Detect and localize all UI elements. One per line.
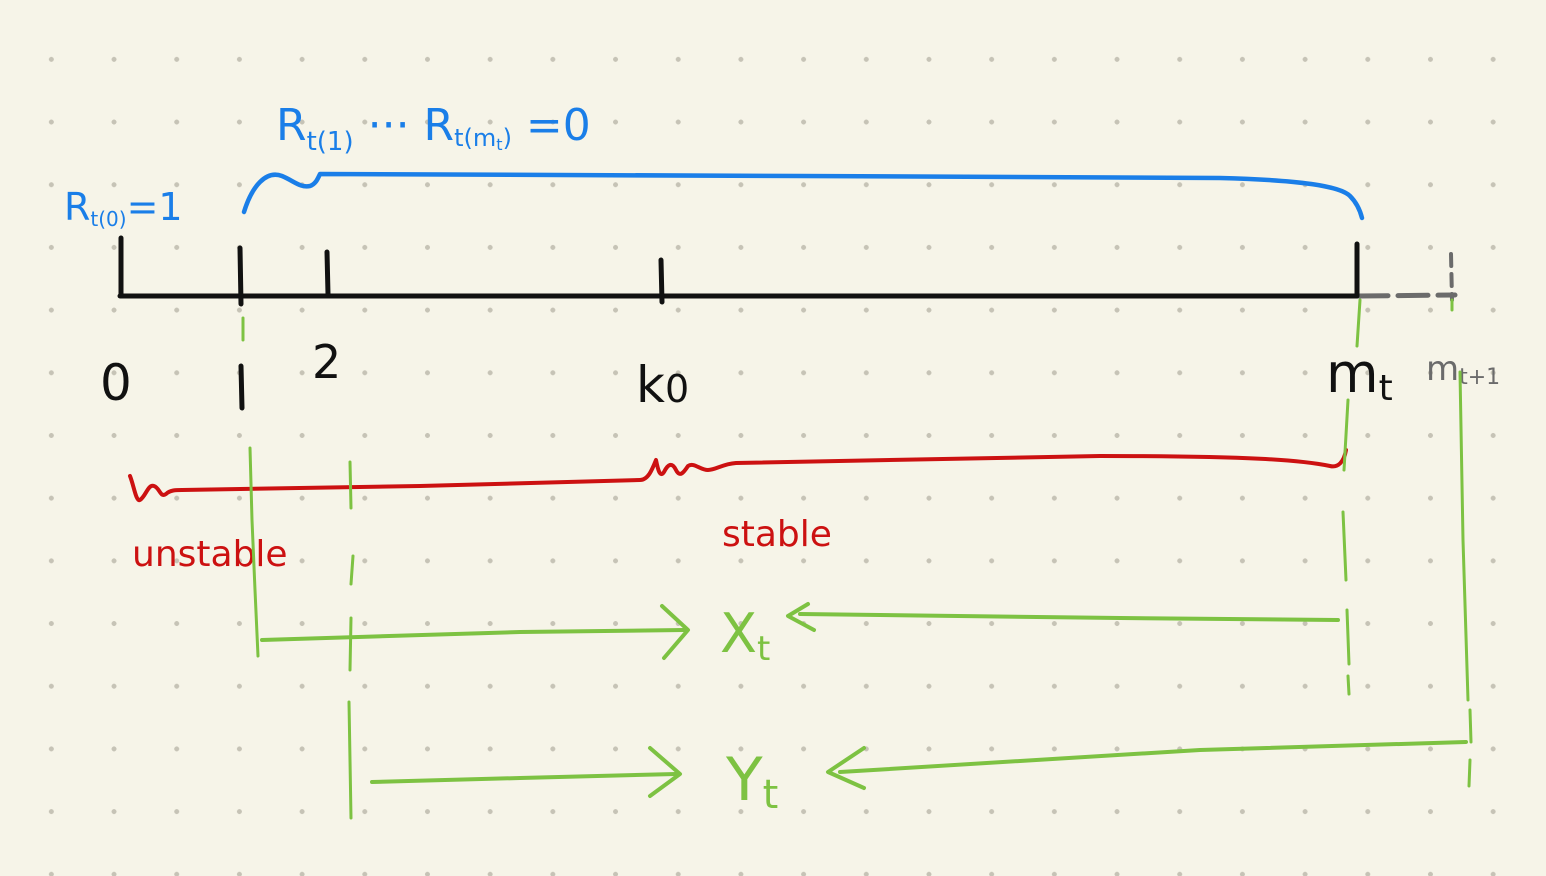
red-brace	[128, 448, 1348, 503]
tick-1	[237, 245, 244, 307]
blue-left-label: Rt(0)=1	[64, 185, 183, 231]
yt-arrow-right-head	[826, 746, 866, 790]
red-annotation: unstable stable	[128, 448, 1348, 575]
green-vline-2	[347, 460, 355, 820]
label-k0: k0	[636, 356, 689, 414]
yt-annotation: Yt	[370, 740, 1468, 818]
xt-arrow-right-head	[786, 602, 816, 632]
green-vline-mt1	[1450, 298, 1473, 788]
green-vline-mt	[1341, 298, 1362, 696]
label-0: 0	[100, 354, 132, 412]
yt-arrow-left	[370, 772, 678, 784]
label-2: 2	[312, 335, 341, 389]
blue-top-label: Rt(1) ··· Rt(mt) =0	[276, 100, 591, 157]
label-mt: mt	[1326, 342, 1393, 409]
label-1	[238, 363, 245, 411]
tick-mt1-dashed	[1449, 252, 1454, 302]
tick-2	[324, 249, 331, 297]
red-stable-label: stable	[722, 514, 832, 555]
blue-annotation: Rt(0)=1 Rt(1) ··· Rt(mt) =0	[64, 100, 1365, 231]
axis-extension-dashed	[1355, 292, 1458, 299]
yt-arrow-right	[838, 740, 1468, 774]
yt-label: Yt	[725, 745, 778, 818]
green-vline-1	[241, 316, 260, 658]
axis-labels: 0 2 k0 mt mt+1	[100, 335, 1500, 414]
xt-arrow-left	[260, 628, 686, 642]
xt-arrow-right	[798, 612, 1340, 622]
xt-annotation: Xt	[260, 602, 1340, 669]
xt-arrow-left-head	[660, 604, 690, 660]
tick-k0	[658, 257, 665, 305]
label-mt1: mt+1	[1426, 349, 1500, 390]
red-unstable-label: unstable	[132, 534, 288, 575]
yt-arrow-left-head	[648, 746, 682, 798]
xt-label: Xt	[720, 602, 770, 669]
number-line	[117, 235, 1458, 307]
green-guides	[241, 298, 1473, 820]
blue-brace	[241, 171, 1365, 221]
